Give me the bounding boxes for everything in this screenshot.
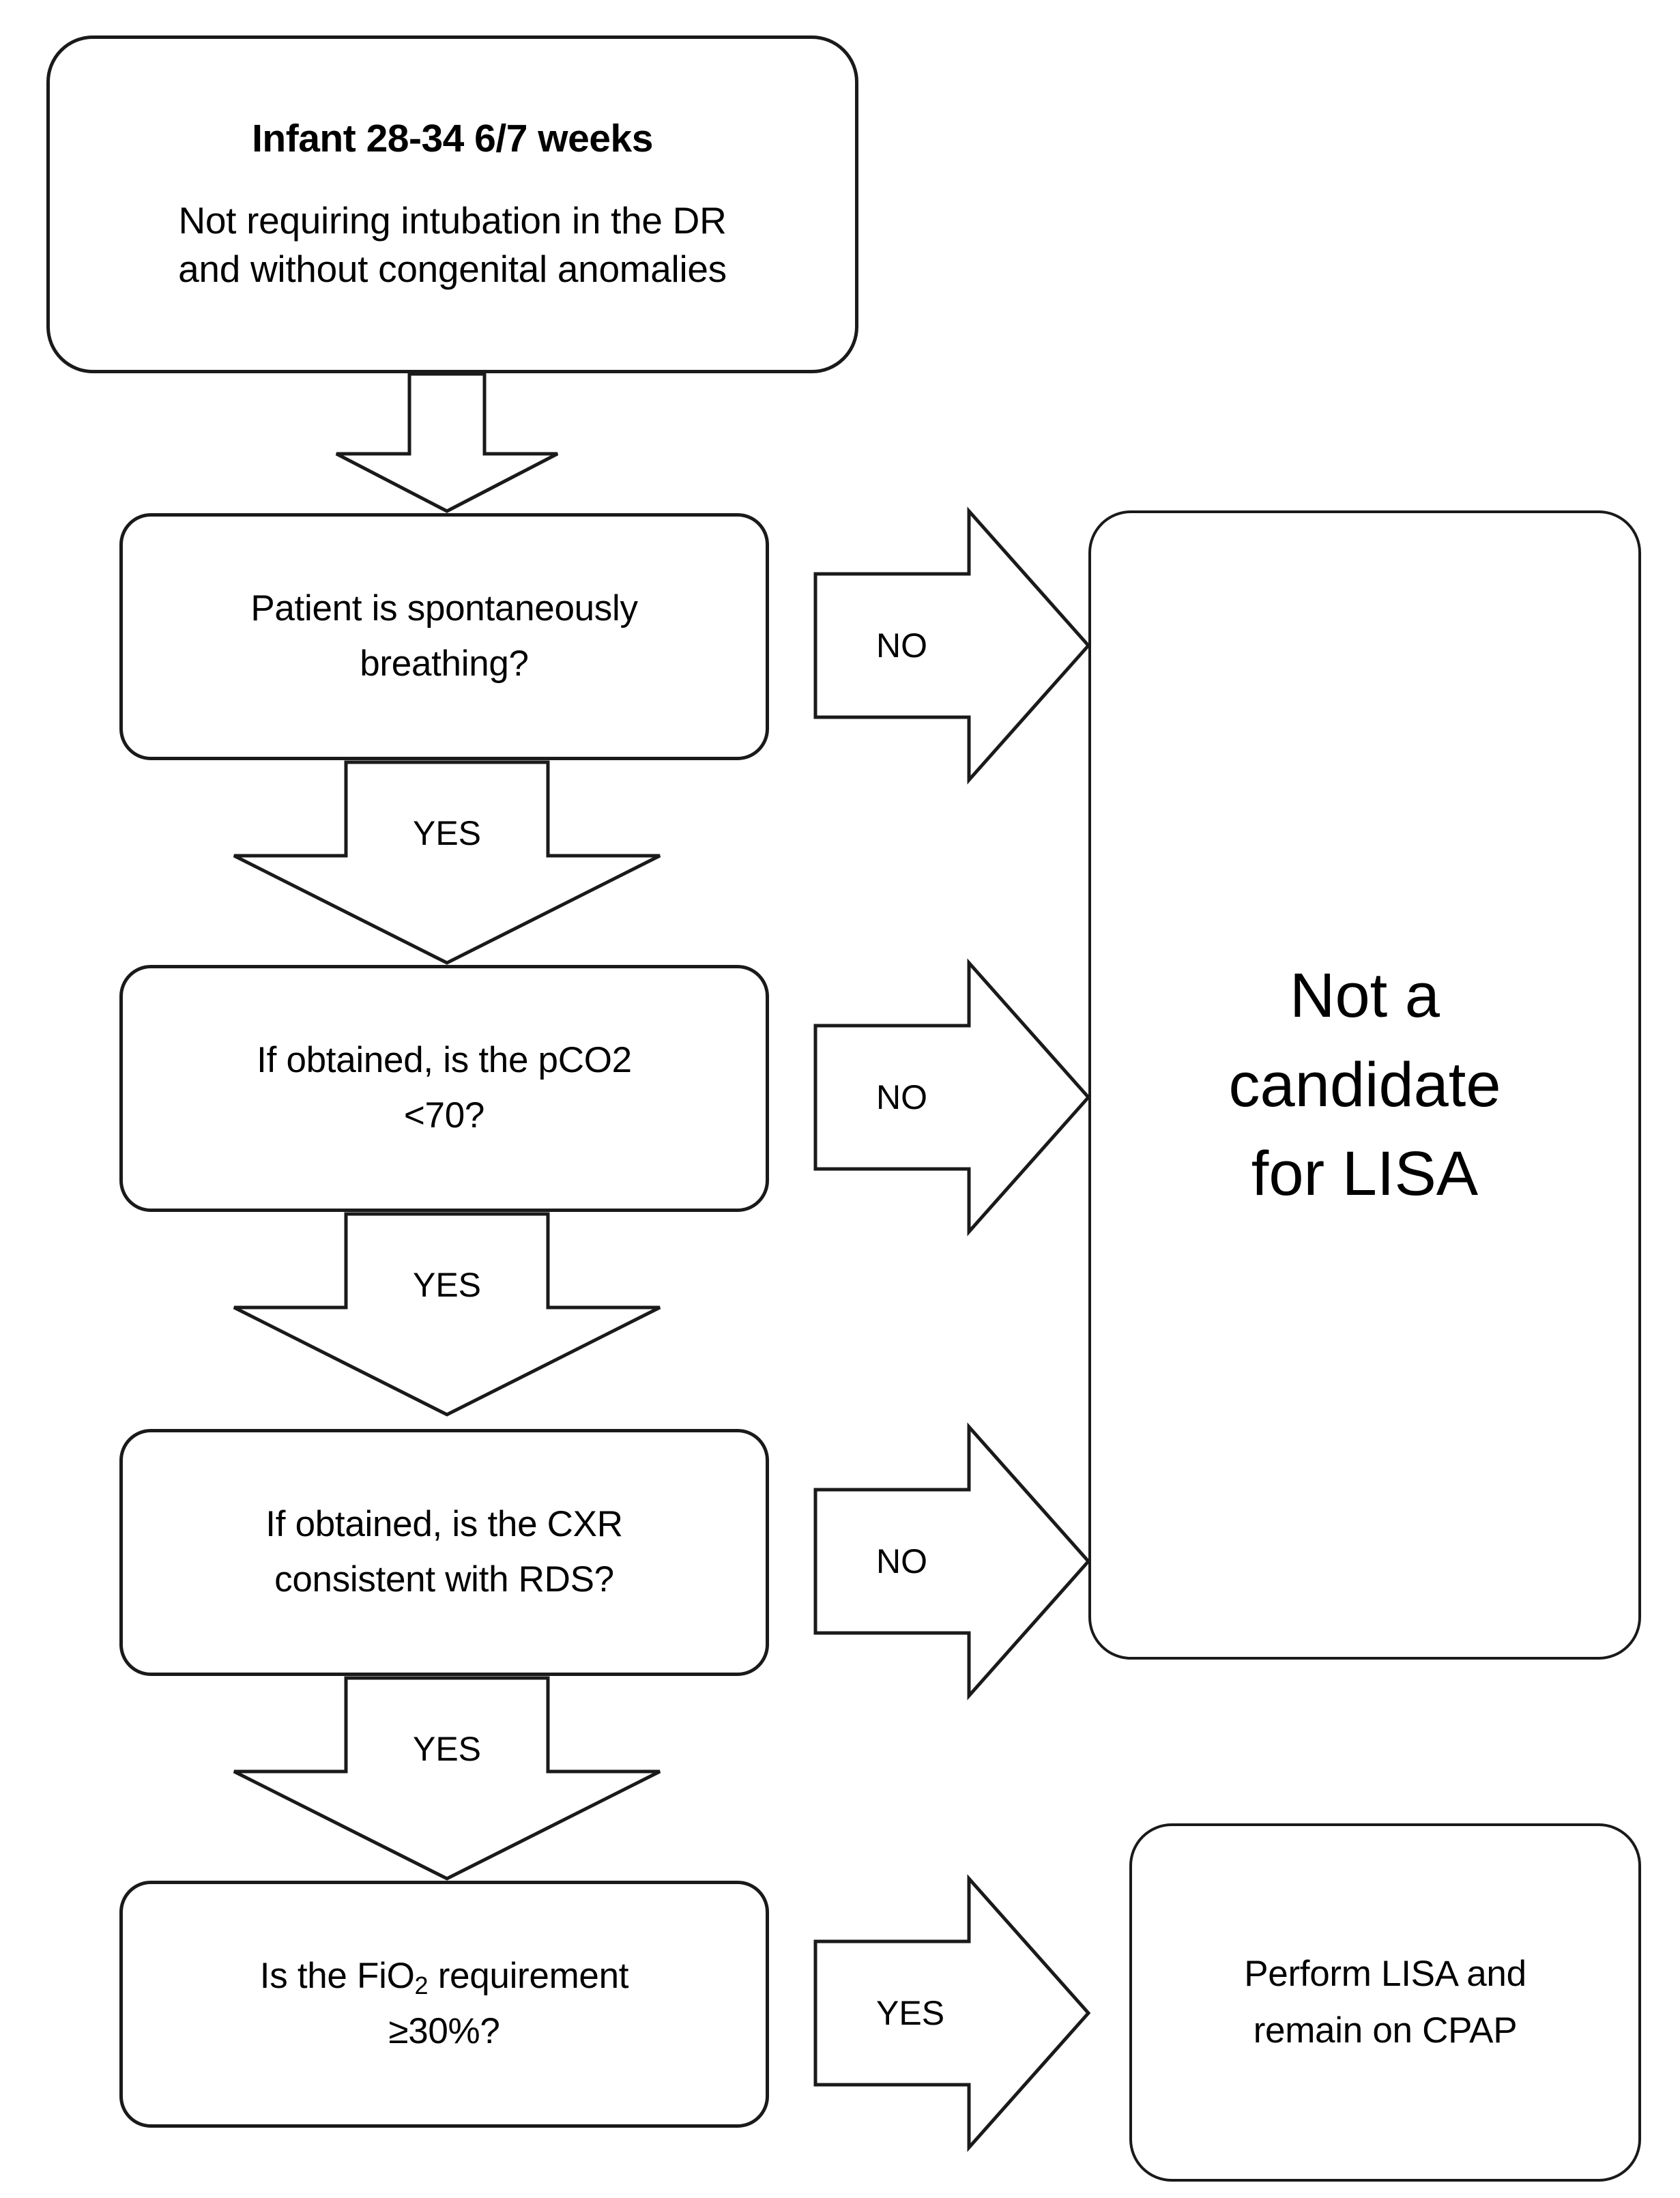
arrow-right-1-label: NO	[876, 626, 927, 665]
node-not-candidate-line-2: candidate	[1228, 1050, 1501, 1120]
node-breathing-line-1: Patient is spontaneously	[250, 588, 638, 629]
arrow-down-3-label: YES	[412, 1266, 482, 1304]
node-fio2-line-1: Is the FiO2 requirement	[142, 1949, 747, 2004]
node-pco2-line-2: <70?	[403, 1095, 485, 1136]
arrow-right-cxr-no: NO	[813, 1422, 1091, 1701]
node-intake-line-2: and without congenital anomalies	[178, 247, 727, 290]
node-fio2-subscript: 2	[414, 1971, 429, 2000]
arrow-right-3-label: NO	[876, 1542, 927, 1580]
node-fio2-question: Is the FiO2 requirement ≥30%?	[119, 1881, 769, 2128]
node-not-candidate-line-3: for LISA	[1251, 1139, 1479, 1209]
node-perform-lisa: Perform LISA and remain on CPAP	[1129, 1823, 1641, 2182]
right-arrow-icon	[813, 1874, 1091, 2152]
arrow-down-2-label: YES	[412, 814, 482, 852]
arrow-down-4-label: YES	[412, 1730, 482, 1768]
down-arrow-icon	[233, 760, 661, 965]
arrow-right-fio2-yes: YES	[813, 1874, 1091, 2152]
node-cxr-question: If obtained, is the CXR consistent with …	[119, 1429, 769, 1676]
right-arrow-icon	[813, 506, 1091, 785]
node-intake-title: Infant 28-34 6/7 weeks	[252, 117, 653, 161]
node-fio2-line-1-suffix: requirement	[428, 1956, 629, 1997]
node-not-a-candidate-for-lisa: Not a candidate for LISA	[1088, 510, 1641, 1660]
node-perform-lisa-line-2: remain on CPAP	[1253, 2010, 1518, 2051]
arrow-right-pco2-no: NO	[813, 958, 1091, 1237]
node-cxr-line-2: consistent with RDS?	[274, 1559, 614, 1600]
arrow-down-breathing-yes: YES	[232, 760, 662, 965]
node-fio2-line-2: ≥30%?	[388, 2011, 500, 2051]
down-arrow-icon	[233, 1676, 661, 1881]
arrow-down-cxr-yes: YES	[232, 1676, 662, 1881]
node-breathing-line-2: breathing?	[360, 644, 529, 684]
right-arrow-icon	[813, 1422, 1091, 1701]
arrow-down-pco2-yes: YES	[232, 1212, 662, 1417]
node-pco2-line-1: If obtained, is the pCO2	[257, 1040, 632, 1081]
node-cxr-line-1: If obtained, is the CXR	[265, 1504, 623, 1545]
node-intake-line-1: Not requiring intubation in the DR	[178, 199, 727, 242]
node-pco2-question: If obtained, is the pCO2 <70?	[119, 965, 769, 1212]
node-perform-lisa-line-1: Perform LISA and	[1244, 1953, 1526, 1994]
node-breathing-question: Patient is spontaneously breathing?	[119, 513, 769, 760]
down-arrow-icon	[233, 1212, 661, 1417]
down-arrow-icon	[335, 372, 559, 513]
arrow-down-intake-to-breathing	[334, 372, 560, 513]
arrow-right-2-label: NO	[876, 1078, 927, 1116]
arrow-right-breathing-no: NO	[813, 506, 1091, 785]
node-fio2-line-1-prefix: Is the FiO	[259, 1956, 415, 1997]
node-intake: Infant 28-34 6/7 weeks Not requiring int…	[46, 35, 858, 373]
right-arrow-icon	[813, 958, 1091, 1237]
arrow-right-4-label: YES	[876, 1994, 945, 2032]
node-not-candidate-line-1: Not a	[1290, 961, 1440, 1031]
